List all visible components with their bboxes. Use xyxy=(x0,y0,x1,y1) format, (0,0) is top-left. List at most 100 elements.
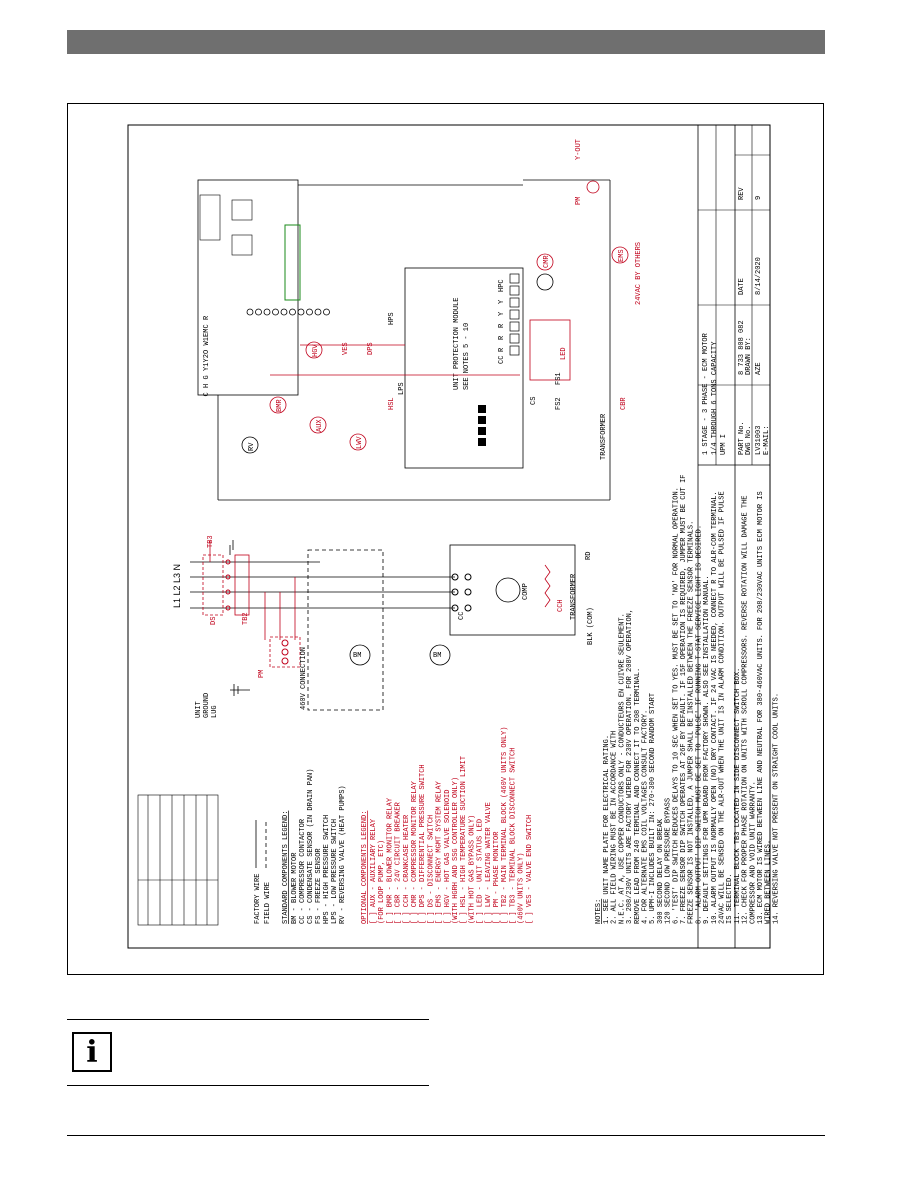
note-item: 5. UPM-I INCLUDES BUILT IN: 270-300 SECO… xyxy=(649,693,657,924)
optional-legend-item: [ ] HSL - HIGH TEMPERATURE SUCTION LIMIT xyxy=(460,756,468,924)
drawn-label: DRAWN BY: xyxy=(745,337,753,375)
footer-rule xyxy=(67,1135,825,1136)
notes: NOTES: 1. SEE UNIT NAME PLATE FOR ELECTR… xyxy=(595,475,780,924)
optional-legend-item: [ ] TB2 - MAIN TERMINAL BLOCK (460V UNIT… xyxy=(501,727,509,924)
thermostat-terminal-label: Y1 xyxy=(203,363,211,371)
svg-text:GROUND: GROUND xyxy=(203,693,211,718)
tb2-label: TB2 xyxy=(242,612,250,625)
date-label: DATE xyxy=(738,278,746,295)
note-item: 13. ECM MOTOR IS WIRED BETWEEN LINE AND … xyxy=(757,491,765,924)
standard-legend-item: HPS - HIGH PRESSURE SWITCH xyxy=(323,815,331,924)
note-item: 4. FOR ALTERNATE EMS COIL VOLTAGES CONSU… xyxy=(642,710,650,924)
cbr-label: CBR xyxy=(620,397,628,410)
figure-frame xyxy=(67,103,824,975)
notes-title: NOTES: xyxy=(595,899,603,924)
optional-legend-item: [ ] EMS - ENERGY MGMT SYSTEM RELAY xyxy=(436,780,444,924)
optional-legend-title: OPTIONAL COMPONENTS LEGEND: xyxy=(361,811,369,924)
thermostat-terminal xyxy=(314,308,322,316)
thermostat-terminal xyxy=(323,308,330,316)
part-label: PART No. xyxy=(738,421,746,455)
thermostat-terminal-label: EM xyxy=(203,329,211,337)
thermostat-terminal-label: R xyxy=(203,315,211,320)
optional-legend-item: [ ] TB3 - TERMINAL BLOCK DISCONNECT SWIT… xyxy=(509,748,517,924)
revision-grid xyxy=(137,794,219,926)
led-label: LED xyxy=(560,347,568,360)
date: 8/14/2020 xyxy=(755,257,763,295)
bm2-label: BM xyxy=(433,652,441,660)
note-item: 11. TERMINAL BLOCK TB3 LOCATED IN SIDE D… xyxy=(734,668,742,924)
thermostat-terminal-label: H xyxy=(203,384,211,388)
see-notes-label: SEE NOTES 5 - 10 xyxy=(463,323,471,390)
dwg-no: LV31003 xyxy=(755,426,763,455)
title-block: 1 STAGE - 3 PHASE - ECM MOTOR 1/4 THROUG… xyxy=(697,125,771,948)
conn-460-label: 460V CONNECTION xyxy=(300,647,308,710)
optional-legend-item: [ ] AUX - AUXILIARY RELAY xyxy=(370,818,378,924)
upm-terminal-label: Y xyxy=(498,311,506,316)
note-item: 10. ALARM OUTPUT IS NORMALLY OPEN (NO) D… xyxy=(711,491,719,924)
cc-label: CC xyxy=(458,612,466,620)
title-capacity: 1/4 THROUGH 6 TONS CAPACITY xyxy=(711,341,719,455)
optional-legend-item: (460V UNITS ONLY) xyxy=(518,853,526,924)
lwv-label: LWV xyxy=(356,436,364,449)
upm-terminal-label: R xyxy=(498,347,506,352)
bmr-label: BMR xyxy=(276,399,284,412)
field-wire-label: FIELD WIRE xyxy=(264,882,272,924)
cs-label: CS xyxy=(530,397,538,405)
upm-terminal-label: R xyxy=(498,335,506,340)
optional-legend-item: [ ] LED - UNIT STATUS LED xyxy=(477,819,485,924)
standard-legend-item: BM - BLOWER MOTOR xyxy=(291,852,299,924)
optional-legend-item: [ ] VES - VALVE END SWITCH xyxy=(526,815,534,924)
upm-title: UNIT PROTECTION MODULE xyxy=(453,298,461,390)
email-label: E-MAIL: xyxy=(763,426,771,455)
hsl-label: HSL xyxy=(388,397,396,410)
cch-label: CCH xyxy=(557,599,565,612)
rv-label: RV xyxy=(248,442,256,451)
optional-legend-item: [ ] DPS - DIFFERENTIAL PRESSURE SWITCH xyxy=(419,764,427,924)
comp-label: COMP xyxy=(522,583,530,600)
hps-label: HPS xyxy=(388,312,396,325)
blk-com-label: BLK (COM) xyxy=(587,607,595,645)
line-labels: L1 L2 L3 N xyxy=(172,564,182,608)
note-item: FREEZE SENSOR IS NOT INSTALLED, A JUMPER… xyxy=(688,521,696,924)
optional-legend-item: [ ] CMR - COMPRESSOR MONITOR RELAY xyxy=(411,780,419,924)
upm-terminal xyxy=(509,285,520,296)
drawing-border xyxy=(127,124,771,949)
bm1-label: BM xyxy=(353,652,361,660)
thermostat-terminal xyxy=(246,308,254,316)
upm-terminal-label: Y xyxy=(498,299,506,304)
note-item: 9. DEFAULT SETTINGS FOR UPM BOARD FROM F… xyxy=(703,575,711,924)
thermostat-terminal-label: W1 xyxy=(203,337,211,345)
part-no: 8 733 808 082 xyxy=(738,320,746,375)
header-bar xyxy=(67,30,825,54)
info-bottom-rule xyxy=(67,1085,429,1086)
optional-legend-item: [ ] CCH - CRANKCASE HEATER xyxy=(403,814,411,924)
optional-legend-item: (FOR LOOP PUMP, ETC) xyxy=(378,840,386,924)
upm-terminal xyxy=(509,273,520,284)
rev-label: REV xyxy=(738,187,746,200)
optional-legend-item: [ ] CBR - 24V CIRCUIT BREAKER xyxy=(395,801,403,924)
pm-y-label: Y-OUT xyxy=(575,139,583,160)
ems-label: EMS xyxy=(618,249,626,262)
pm-label: PM xyxy=(258,670,266,678)
thermostat-terminal xyxy=(306,308,313,316)
upm-terminal xyxy=(509,297,520,308)
factory-wire-label: FACTORY WIRE xyxy=(254,874,262,924)
upm-terminal-label: R xyxy=(498,323,506,328)
optional-legend-item: [ ] HGV - HOT GAS VALVE SOLENOID xyxy=(444,790,452,924)
optional-legend-item: (WITH HGRH AND SSG CONTROLLER ONLY) xyxy=(452,777,460,924)
upm-terminal xyxy=(509,333,520,344)
upm-terminal xyxy=(509,309,520,320)
ctrl-pm-label: PM xyxy=(575,197,583,205)
note-item: 300 SECOND DELAY ON BREAK xyxy=(657,818,665,924)
thermostat-terminal-label: G xyxy=(203,375,211,379)
thermostat-terminal-label: O xyxy=(203,350,211,354)
upm-terminal xyxy=(509,345,520,356)
note-item: 3. 208/230V UNITS ARE FACTORY WIRED FOR … xyxy=(626,609,634,924)
rev: 9 xyxy=(755,196,763,200)
note-item: WIRED BETWEEN LINES. xyxy=(765,840,773,924)
by-others-label: 24VAC BY OTHERS xyxy=(635,242,643,305)
optional-legend-item: (WITH HOT GAS BYPASS ONLY) xyxy=(468,815,476,924)
optional-legend-item: [ ] LWV - LEAVING WATER VALVE xyxy=(485,802,493,924)
note-item: 24VAC WILL BE SENSED ON THE ALR-OUT WHEN… xyxy=(719,491,727,924)
thermostat-terminal xyxy=(289,308,296,316)
